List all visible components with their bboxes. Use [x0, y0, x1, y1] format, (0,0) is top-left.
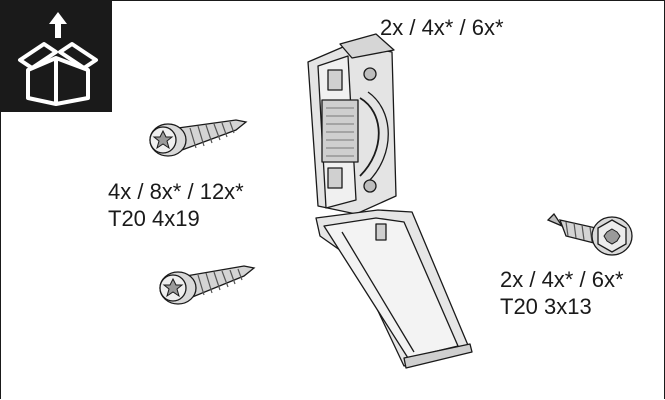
wood-screw-label: 4x / 8x* / 12x* T20 4x19: [108, 178, 244, 232]
hex-screw-quantity: 2x / 4x* / 6x*: [500, 267, 624, 292]
wood-screw-lower: [159, 265, 256, 305]
hex-screw-spec: T20 3x13: [500, 294, 592, 319]
hex-screw: [546, 212, 633, 256]
unbox-icon: [0, 0, 112, 112]
wood-screw-quantity: 4x / 8x* / 12x*: [108, 179, 244, 204]
mounting-clip: [307, 33, 473, 369]
hex-screw-label: 2x / 4x* / 6x* T20 3x13: [500, 266, 624, 320]
wood-screw-spec: T20 4x19: [108, 206, 200, 231]
clip-quantity-label: 2x / 4x* / 6x*: [380, 15, 504, 40]
wood-screw-upper: [149, 119, 248, 157]
